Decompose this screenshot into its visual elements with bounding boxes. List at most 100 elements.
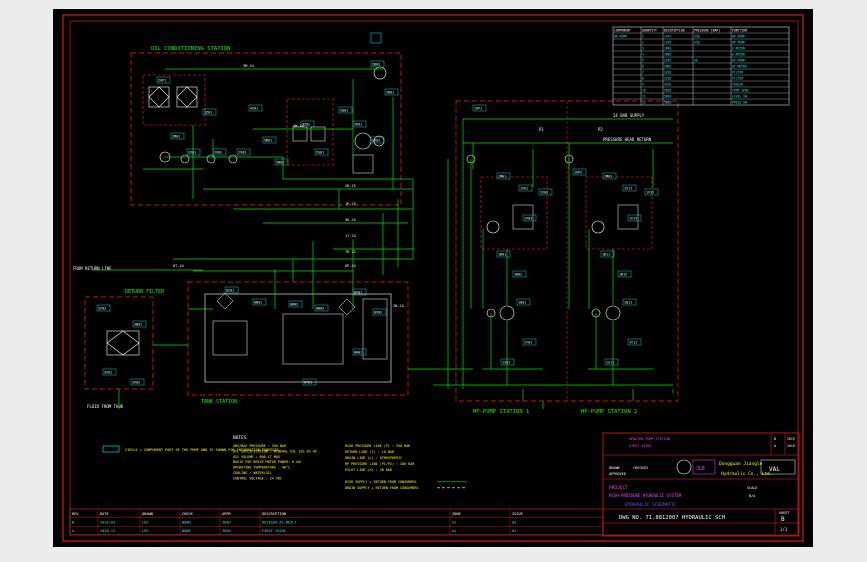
- component-tag[interactable]: 1B11: [600, 250, 615, 258]
- project-label: PROJECT: [609, 485, 628, 491]
- right-note-item: HP PRESSURE LINE (P1/P2) : 280 BAR: [345, 462, 415, 466]
- table-header-cell: QUANTITY: [642, 28, 657, 32]
- component-tag[interactable]: 1M01: [496, 172, 511, 180]
- component-tag-label: 1B12: [619, 273, 627, 277]
- component-tag[interactable]: 1V02: [538, 188, 553, 196]
- company-sub: Hydraulic Co., Ltd.: [721, 471, 772, 477]
- drawing-sheet: OIL CONDITIONING STATION: [53, 9, 813, 547]
- component-tag[interactable]: 1Y11: [627, 338, 642, 346]
- component-tag[interactable]: 3Z01: [202, 108, 217, 116]
- component-tag[interactable]: 2M01: [170, 132, 185, 140]
- component-tag[interactable]: 1V01: [518, 184, 533, 192]
- table-cell: 350: [694, 34, 700, 38]
- component-tag[interactable]: 2Q01: [338, 106, 353, 114]
- line-type-item: HIGH SUPPLY + RETURN FROM CONSUMERS: [345, 480, 416, 484]
- component-tag[interactable]: 2V03: [236, 148, 251, 156]
- component-tag[interactable]: 1V13: [627, 214, 642, 222]
- component-tag[interactable]: 1GP2: [572, 168, 587, 176]
- component-tag-label: 2V01: [188, 151, 196, 155]
- bottom-table-cell: ZHAO: [222, 521, 231, 525]
- component-tags: 2GP1 2M01 3Z01 4Z01 5B01 5B02 2V01 2V02 2V03 3Z02…: [96, 60, 659, 386]
- component-tag[interactable]: 0H01: [352, 348, 367, 356]
- component-tag[interactable]: 1S01: [500, 358, 515, 366]
- bottom-table-cell: WANG: [182, 521, 191, 525]
- component-tag-label: 3Z03: [98, 307, 106, 311]
- line-id: 3M-24: [243, 64, 254, 68]
- component-tag[interactable]: 5B02: [274, 158, 289, 166]
- component-tag-label: 5B02: [276, 161, 284, 165]
- component-tag[interactable]: 0B03: [314, 304, 329, 312]
- bottom-table-cell: DRAWN: [142, 512, 153, 516]
- component-tag[interactable]: 1V12: [644, 188, 659, 196]
- sheet-border-outer: [62, 14, 804, 542]
- logo-right: VAL: [769, 466, 780, 473]
- table-cell: -: [694, 70, 696, 74]
- component-tag[interactable]: 1M02: [602, 172, 617, 180]
- component-tag[interactable]: 1S11: [604, 358, 619, 366]
- return-line-label: FROM RETURN LINE: [73, 266, 112, 271]
- component-tag[interactable]: 2K01: [352, 120, 367, 128]
- legend-area: CIRCLE = COMPONENT PART OF THE PUMP AND …: [102, 435, 467, 490]
- line-id: 5K-24: [345, 218, 356, 222]
- component-tag-label: 0H01: [354, 351, 362, 355]
- bottom-table-cell: ZONE: [452, 512, 461, 516]
- component-tag[interactable]: 1Y01: [522, 338, 537, 346]
- table-cell: 7: [642, 70, 644, 74]
- component-tag[interactable]: 3Z03: [96, 304, 111, 312]
- component-tag[interactable]: 5B01: [262, 136, 277, 144]
- table-header-cell: FUNCTION: [732, 28, 747, 32]
- component-tag-label: 3Z01: [204, 111, 212, 115]
- line-id: 8T-24: [173, 264, 184, 268]
- table-cell: 5B01: [664, 88, 672, 92]
- component-tag[interactable]: 2V02: [212, 148, 227, 156]
- sheet-value: 1/1: [780, 527, 788, 532]
- checked-label: CHECKED: [633, 466, 648, 470]
- component-tag[interactable]: 1B02: [512, 270, 527, 278]
- note-item: BASIS FOR DRIVE MOTOR POWER: 6 kW: [233, 460, 301, 464]
- component-tag-label: 2B01: [386, 91, 394, 95]
- component-tag[interactable]: 1GP1: [472, 104, 487, 112]
- line-type-item: DRAIN SUPPLY + RETURN FROM CONSUMERS: [345, 486, 419, 490]
- component-tag[interactable]: 2B02: [370, 60, 385, 68]
- component-tag[interactable]: 2B01: [384, 88, 399, 96]
- component-tag[interactable]: 1B12: [617, 270, 632, 278]
- component-tag[interactable]: 2GP1: [156, 76, 171, 84]
- table-cell: 10: [642, 88, 646, 92]
- component-tag[interactable]: 1V11: [622, 184, 637, 192]
- drawing-number: DWG NO. 71.8812007 HYDRAULIC SCH: [619, 515, 725, 521]
- component-tag[interactable]: 3V01: [102, 368, 117, 376]
- component-tag[interactable]: 0Z01: [224, 286, 239, 294]
- note-item: CONTROL VOLTAGE : 24 VDC: [233, 476, 282, 480]
- component-tag[interactable]: 0B02: [288, 300, 303, 308]
- sheet-label: SHEET: [779, 511, 790, 515]
- p2-label: P2: [598, 127, 603, 132]
- component-tag[interactable]: 2G01: [314, 148, 329, 156]
- component-tag[interactable]: 3B01: [132, 320, 147, 328]
- component-tag[interactable]: 2K02: [370, 136, 385, 144]
- component-tag-label: 5B01: [264, 139, 272, 143]
- component-tag[interactable]: 4Z01: [248, 104, 263, 112]
- component-tag[interactable]: 0B01: [252, 298, 267, 306]
- component-tag[interactable]: 1B01: [496, 250, 511, 258]
- revision-code: A: [774, 444, 776, 448]
- note-item: COOLING : WATER/OIL: [233, 471, 272, 475]
- component-tag[interactable]: 1Q01: [516, 298, 531, 306]
- component-tag-label: 3V02: [132, 381, 140, 385]
- component-tag[interactable]: 0V01: [352, 288, 367, 296]
- component-tag[interactable]: 3Z02: [300, 120, 315, 128]
- line-id: 1P-25: [345, 202, 356, 206]
- component-tag[interactable]: 1V03: [522, 214, 537, 222]
- component-tag[interactable]: 3V02: [130, 378, 145, 386]
- component-tag-label: 0B02: [290, 303, 298, 307]
- table-cell: 1: [642, 34, 644, 38]
- component-tag[interactable]: 0T01: [302, 378, 317, 386]
- revision-code: B: [774, 437, 776, 441]
- line-id: 7R-22: [345, 250, 356, 254]
- component-tag[interactable]: 0V02: [372, 308, 387, 316]
- component-tag[interactable]: 2V01: [186, 148, 201, 156]
- approved-label: APPROVED: [609, 472, 626, 476]
- table-cell: HP-PUMP: [732, 34, 745, 38]
- component-tag[interactable]: 1Q11: [622, 298, 637, 306]
